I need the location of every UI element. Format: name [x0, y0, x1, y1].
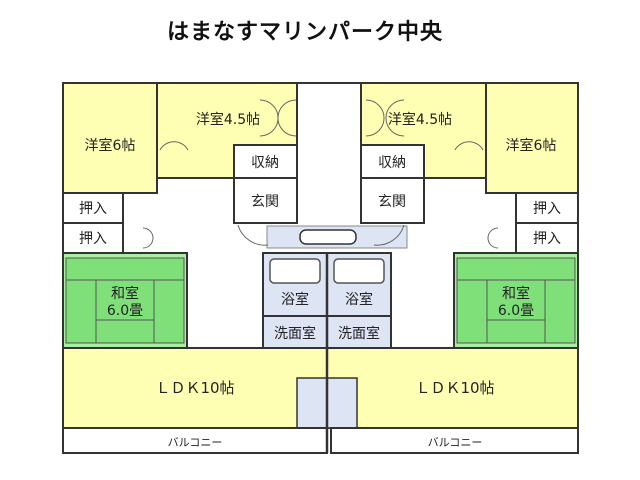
label-balcony-left: バルコニー: [168, 436, 223, 449]
label-washitsu-1-right: 和室: [502, 285, 530, 302]
door-arc-entrance-left: [237, 224, 269, 246]
label-washitsu-1-left: 和室: [111, 285, 139, 302]
room-oshiire-2-left: [62, 222, 124, 254]
room-ldk-left: [62, 347, 328, 429]
tatami-inner-right: [456, 257, 576, 344]
label-bath-left: 浴室: [281, 291, 309, 308]
door-arc-western-small-left: [259, 99, 297, 137]
label-washroom-left: 洗面室: [274, 325, 316, 342]
label-oshiire-1-right: 押入: [533, 201, 561, 217]
label-bath-right: 浴室: [345, 291, 373, 308]
balcony-right: [330, 427, 579, 454]
label-washitsu-2-left: 6.0畳: [107, 303, 143, 319]
room-western-large-right: [485, 82, 579, 194]
label-western-small-left: 洋室4.5帖: [196, 111, 260, 128]
label-oshiire-1-left: 押入: [79, 201, 107, 217]
door-arc-western-large-right: [454, 141, 484, 151]
label-ldk-right: ＬＤＫ10帖: [415, 379, 494, 397]
page-title: はまなすマリンパーク中央: [166, 20, 443, 45]
label-washroom-right: 洗面室: [338, 325, 380, 342]
label-washitsu-2-right: 6.0畳: [498, 303, 534, 319]
label-oshiire-2-right: 押入: [533, 231, 561, 247]
label-western-large-right: 洋室6帖: [506, 137, 557, 154]
ldk-notch-right: [326, 377, 358, 429]
shared-fixture: [299, 229, 357, 245]
label-western-large-left: 洋室6帖: [85, 137, 136, 154]
balcony-left: [62, 427, 328, 454]
tatami-inner-left: [65, 257, 185, 344]
room-entrance-right: [360, 177, 425, 224]
label-entrance-right: 玄関: [378, 193, 406, 210]
unit-left: 洋室6帖 洋室4.5帖 収納 玄関 押入 押入 和室 6.0畳 浴室: [62, 82, 328, 454]
label-closet-left: 収納: [251, 155, 279, 171]
bathtub-right: [333, 258, 385, 284]
room-washroom-left: [262, 315, 328, 349]
room-washroom-right: [326, 315, 392, 349]
door-arc-entrance-right: [373, 224, 405, 246]
door-arc-oshiire-left: [142, 227, 154, 249]
label-closet-right: 収納: [378, 155, 406, 171]
door-arc-western-large-left: [159, 141, 189, 151]
room-western-large-left: [62, 82, 158, 194]
room-entrance-left: [233, 177, 298, 224]
door-arc-oshiire-right: [487, 227, 499, 249]
label-oshiire-2-left: 押入: [79, 231, 107, 247]
door-arc-western-small-right: [365, 99, 405, 137]
bathtub-left: [269, 258, 321, 284]
label-balcony-right: バルコニー: [428, 436, 483, 449]
label-western-small-right: 洋室4.5帖: [388, 111, 452, 128]
label-ldk-left: ＬＤＫ10帖: [155, 379, 234, 397]
ldk-notch-left: [296, 377, 328, 429]
label-entrance-left: 玄関: [251, 193, 279, 210]
unit-right: 洋室4.5帖 洋室6帖 収納 玄関 押入 押入 和室 6.0畳 浴室 洗面: [326, 82, 579, 454]
room-ldk-right: [326, 347, 579, 429]
